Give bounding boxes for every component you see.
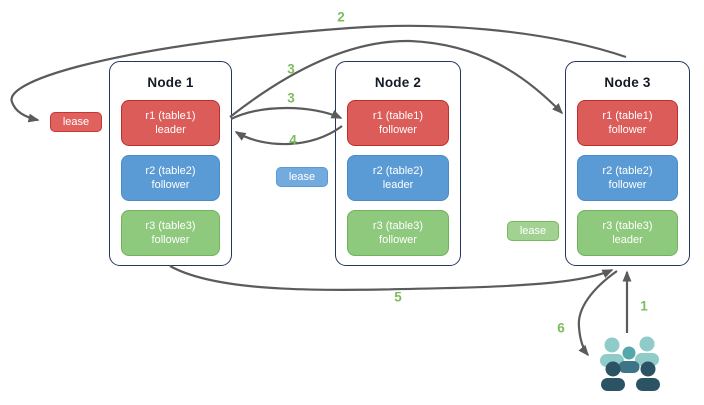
replica-name: r3 (table3) xyxy=(602,220,653,232)
replica-role: leader xyxy=(155,124,186,136)
arrow-step3-node1-to-node2 xyxy=(230,106,343,120)
arrow-step2-node3-to-lease1 xyxy=(10,24,627,123)
replica-role: follower xyxy=(608,124,647,136)
node-3: Node 3 r1 (table1) follower r2 (table2) … xyxy=(565,61,690,266)
node-1: Node 1 r1 (table1) leader r2 (table2) fo… xyxy=(109,61,232,266)
users-icon xyxy=(600,336,660,391)
replica-role: leader xyxy=(382,179,414,191)
step-label-5: 5 xyxy=(394,289,402,305)
replica-role: follower xyxy=(379,234,417,246)
replica-role: follower xyxy=(151,179,190,191)
replica-role: leader xyxy=(612,234,643,246)
replica-name: r2 (table2) xyxy=(145,165,196,177)
step-label-3a: 3 xyxy=(287,61,295,77)
lease-badge-table1: lease xyxy=(50,112,102,132)
step-label-1: 1 xyxy=(640,298,648,314)
lease-badge-table3: lease xyxy=(507,221,559,241)
arrow-step6-node3-to-users xyxy=(577,270,618,357)
node-3-title: Node 3 xyxy=(604,75,651,90)
step-label-3b: 3 xyxy=(287,90,295,106)
arrow-step5-node1-to-node3 xyxy=(169,265,614,291)
node-2-replica-r2: r2 (table2) leader xyxy=(347,155,449,201)
replica-role: follower xyxy=(379,124,417,136)
node-3-replica-r2: r2 (table2) follower xyxy=(577,155,678,201)
node-3-replica-r1: r1 (table1) follower xyxy=(577,100,678,146)
replica-name: r1 (table1) xyxy=(145,110,196,122)
replica-name: r1 (table1) xyxy=(372,110,424,122)
node-1-replica-r1: r1 (table1) leader xyxy=(121,100,220,146)
replica-name: r2 (table2) xyxy=(372,165,424,177)
replica-name: r3 (table3) xyxy=(372,220,424,232)
node-2-replica-r3: r3 (table3) follower xyxy=(347,210,449,256)
node-2-replica-r1: r1 (table1) follower xyxy=(347,100,449,146)
step-label-2: 2 xyxy=(337,9,345,25)
replica-name: r2 (table2) xyxy=(602,165,653,177)
replica-role: follower xyxy=(151,234,190,246)
node-1-title: Node 1 xyxy=(147,75,194,90)
replica-role: follower xyxy=(608,179,647,191)
replica-name: r3 (table3) xyxy=(145,220,196,232)
node-2-title: Node 2 xyxy=(374,75,422,90)
node-2: Node 2 r1 (table1) follower r2 (table2) … xyxy=(335,61,461,266)
step-label-6: 6 xyxy=(557,320,565,336)
replica-name: r1 (table1) xyxy=(602,110,653,122)
node-3-replica-r3: r3 (table3) leader xyxy=(577,210,678,256)
node-1-replica-r2: r2 (table2) follower xyxy=(121,155,220,201)
node-1-replica-r3: r3 (table3) follower xyxy=(121,210,220,256)
step-label-4: 4 xyxy=(289,132,297,148)
lease-badge-table2: lease xyxy=(276,167,328,187)
